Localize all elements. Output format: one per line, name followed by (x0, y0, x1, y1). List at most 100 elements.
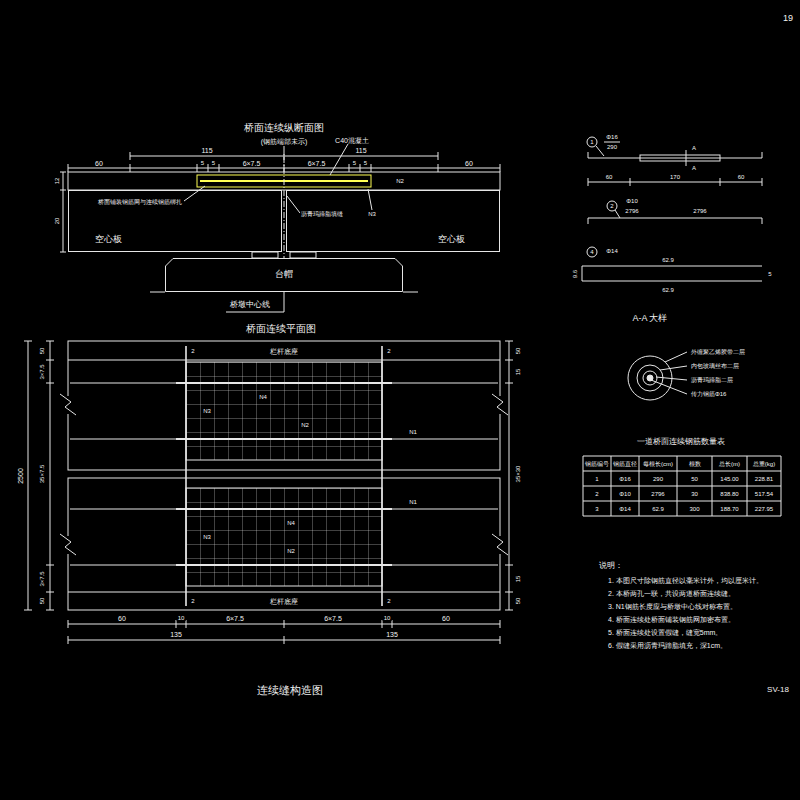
rebar-mark: N4 (286, 520, 296, 526)
view-title: A-A 大样 (631, 314, 668, 323)
dimension-text: 5 (767, 271, 772, 277)
note-text: 1. 本图尺寸除钢筋直径以毫米计外，均以厘米计。 (607, 577, 764, 584)
section-mark: A (691, 145, 697, 151)
callout-number: 1 (589, 139, 594, 145)
table-cell: 145.00 (719, 476, 739, 482)
table-cell: 227.95 (754, 506, 774, 512)
band-label: 栏杆底座 (269, 348, 299, 355)
callout-text: 外缠聚乙烯胶带二层 (690, 349, 746, 355)
rebar-mark: N1 (408, 499, 418, 505)
callout-text: 桥墩中心线 (229, 301, 271, 309)
node-label: 空心板 (95, 235, 122, 245)
table-header: 根数 (688, 461, 702, 467)
dimension-text: 5 (352, 160, 357, 166)
dimension-text: 3×7.5 (39, 570, 45, 587)
rebar-mark: N2 (395, 178, 405, 184)
drawing-number: SV-18 (766, 686, 790, 694)
cap-outline-path (166, 259, 403, 292)
rebar-spec: 2796 (624, 208, 639, 214)
view-title: 桥面连续平面图 (245, 324, 317, 334)
table-cell: 838.80 (719, 491, 739, 497)
dimension-text: 115 (200, 147, 213, 154)
node-label: 空心板 (438, 235, 465, 245)
note-text: 6. 假缝采用沥青玛蹄脂填充，深1cm。 (607, 642, 728, 649)
table-cell: 2 (594, 491, 599, 497)
table-header: 钢筋编号 (584, 461, 610, 467)
dimension-text: 62.9 (661, 287, 675, 293)
dimension-text: 60 (441, 615, 451, 622)
callout-text: 内包玻璃丝布二层 (690, 363, 740, 369)
dimension-text: 60 (464, 160, 474, 167)
table-header: 总重(kg) (752, 461, 776, 467)
dimension-text: 20 (54, 217, 60, 226)
table-cell: 300 (688, 506, 700, 512)
rebar-mark: N2 (286, 548, 296, 554)
section-mark: 2 (190, 348, 195, 354)
note-text: 4. 桥面连续处桥面铺装钢筋网加密布置。 (607, 616, 736, 623)
hollow-slab: 空心板 (286, 190, 500, 252)
callout-text: 传力钢筋Φ16 (690, 391, 727, 397)
material-note: C40混凝土 (334, 137, 370, 144)
dimension-text: 60 (94, 160, 104, 167)
dimension-text: 50 (39, 346, 45, 355)
view-title: 桥面连续纵断面图 (243, 123, 325, 133)
section-mark: 2 (386, 598, 391, 604)
rebar-spec: 290 (606, 144, 618, 150)
section-mark: A (691, 165, 697, 171)
table-cell: 1 (594, 476, 599, 482)
sheet-number: 19 (782, 14, 794, 23)
rebar-mark: N3 (367, 211, 377, 217)
dimension-text: 170 (669, 174, 681, 180)
rebar-mark: N4 (258, 394, 268, 400)
dimension-text: 15 (515, 574, 521, 583)
table-cell: 517.54 (754, 491, 774, 497)
table-cell: Φ16 (618, 476, 631, 482)
dimension-text: 5 (200, 160, 205, 166)
table-header: 每根长(cm) (642, 461, 674, 467)
table-title: 一道桥面连续钢筋数量表 (636, 438, 726, 446)
dimension-text: 60 (737, 174, 746, 180)
rebar-mark: N1 (408, 429, 418, 435)
table-header: 钢筋直径 (612, 461, 638, 467)
dimension-text: 9.6 (572, 269, 578, 279)
dimension-text: 5 (363, 160, 368, 166)
note-text: 2. 本桥两孔一联，共设两道桥面连续缝。 (607, 590, 736, 597)
dimension-text: 3×7.5 (39, 363, 45, 380)
table-cell: Φ10 (618, 491, 631, 497)
rebar-spec: Φ14 (605, 248, 618, 254)
rebar-mark: N3 (202, 408, 212, 414)
note-text: 3. N1钢筋长度应与桥墩中心线对称布置。 (607, 603, 738, 610)
table-cell: 50 (690, 476, 699, 482)
dimension-text: 6×7.5 (307, 160, 327, 167)
table-cell: 228.81 (754, 476, 774, 482)
dimension-text: 135 (169, 631, 183, 638)
table-cell: 2796 (650, 491, 665, 497)
dimension-text: 135 (385, 631, 399, 638)
drawing-caption: 连续缝构造图 (256, 685, 324, 696)
dimension-text: 62.9 (661, 257, 675, 263)
dimension-text: 35×7.5 (39, 464, 45, 485)
dimension-text: 10 (383, 615, 392, 621)
dimension-text: 35×30 (515, 465, 521, 484)
dimension-text: 12 (54, 177, 60, 186)
table-header: 总长(m) (718, 461, 741, 467)
dimension-text: 5 (211, 160, 216, 166)
rebar-spec: Φ10 (625, 198, 638, 204)
table-cell: 30 (690, 491, 699, 497)
rebar-spec: Φ16 (605, 134, 618, 140)
pier-cap: 台帽 (165, 258, 403, 292)
dimension-text: 50 (515, 346, 521, 355)
callout-number: 2 (609, 203, 614, 209)
section-mark: 2 (190, 598, 195, 604)
view-subtitle: (钢筋端部未示) (260, 138, 309, 145)
table-cell: 62.9 (651, 506, 665, 512)
callout-number: 4 (589, 249, 594, 255)
table-cell: 188.70 (719, 506, 739, 512)
dimension-text: 2796 (692, 208, 707, 214)
table-cell: 290 (652, 476, 664, 482)
dimension-text: 2500 (17, 467, 24, 485)
band-label: 栏杆底座 (269, 598, 299, 605)
dimension-text: 10 (177, 615, 186, 621)
dimension-text: 6×7.5 (242, 160, 262, 167)
